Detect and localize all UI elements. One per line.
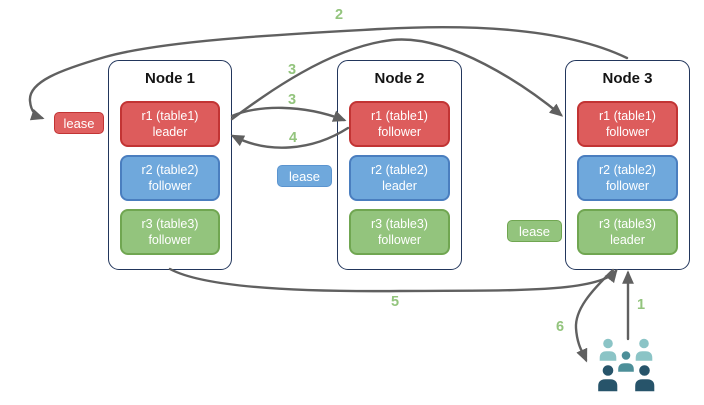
arrow-step-6-node3-to-users bbox=[574, 268, 615, 363]
replica-label-line2: leader bbox=[382, 179, 417, 193]
node3-r3-leader: r3 (table3) leader bbox=[577, 209, 678, 255]
replica-label-line1: r3 (table3) bbox=[371, 216, 428, 231]
lease-badge-red: lease bbox=[54, 112, 104, 134]
replica-label-line2: follower bbox=[605, 179, 650, 193]
node-2-title: Node 2 bbox=[374, 70, 425, 87]
replica-label-line2: follower bbox=[148, 233, 192, 247]
node3-r1-follower: r1 (table1) follower bbox=[577, 101, 678, 147]
node-1-box: Node 1 r1 (table1) leader r2 (table2) fo… bbox=[108, 60, 232, 270]
step-label-6: 6 bbox=[555, 319, 565, 335]
node2-r3-follower: r3 (table3) follower bbox=[349, 209, 450, 255]
step-label-5: 5 bbox=[390, 294, 400, 310]
node1-r1-leader: r1 (table1) leader bbox=[120, 101, 220, 147]
arrow-step-3-leader-to-node2 bbox=[230, 106, 347, 122]
replica-label-line2: leader bbox=[610, 233, 645, 247]
step-label-3b: 3 bbox=[287, 92, 297, 108]
node-3-title: Node 3 bbox=[602, 70, 653, 87]
replica-label-line1: r2 (table2) bbox=[141, 162, 199, 177]
node2-r2-leader: r2 (table2) leader bbox=[349, 155, 450, 201]
arrow-step-5-node1-to-node3 bbox=[168, 267, 618, 293]
replica-label-line2: follower bbox=[605, 125, 650, 139]
step-label-1: 1 bbox=[636, 297, 646, 313]
replica-label-line2: follower bbox=[377, 233, 422, 247]
node1-r2-follower: r2 (table2) follower bbox=[120, 155, 220, 201]
node3-r2-follower: r2 (table2) follower bbox=[577, 155, 678, 201]
lease-badge-green: lease bbox=[507, 220, 562, 242]
step-label-2: 2 bbox=[334, 7, 344, 23]
node-2-box: Node 2 r1 (table1) follower r2 (table2) … bbox=[337, 60, 462, 270]
users-icon bbox=[596, 337, 656, 393]
step-label-3a: 3 bbox=[287, 62, 297, 78]
replica-label-line1: r2 (table2) bbox=[599, 162, 656, 177]
replica-label-line1: r1 (table1) bbox=[371, 108, 428, 123]
step-label-4: 4 bbox=[288, 130, 298, 146]
replica-label-line2: leader bbox=[152, 125, 188, 139]
replica-label-line1: r1 (table1) bbox=[599, 108, 656, 123]
node1-r3-follower: r3 (table3) follower bbox=[120, 209, 220, 255]
node-3-box: Node 3 r1 (table1) follower r2 (table2) … bbox=[565, 60, 690, 270]
node2-r1-follower: r1 (table1) follower bbox=[349, 101, 450, 147]
replica-label-line1: r2 (table2) bbox=[371, 162, 428, 177]
replica-label-line2: follower bbox=[377, 125, 422, 139]
lease-badge-blue: lease bbox=[277, 165, 332, 187]
replica-label-line1: r3 (table3) bbox=[141, 216, 199, 231]
replica-label-line2: follower bbox=[148, 179, 192, 193]
replica-label-line1: r1 (table1) bbox=[141, 108, 199, 123]
replica-label-line1: r3 (table3) bbox=[599, 216, 656, 231]
node-1-title: Node 1 bbox=[144, 70, 195, 87]
